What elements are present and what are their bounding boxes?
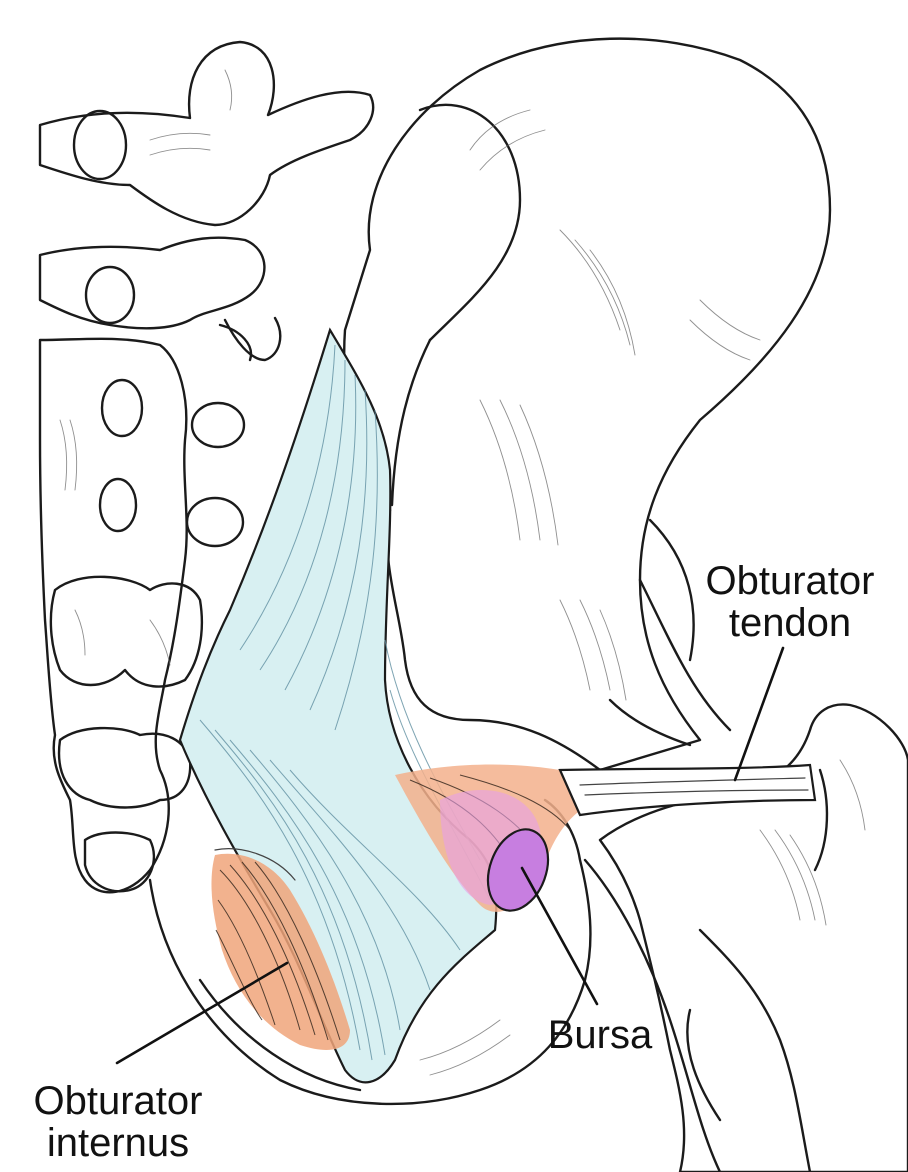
obturator-tendon-label: Obturator tendon — [690, 560, 890, 644]
tendon-pointer-line — [735, 648, 783, 780]
ligament-band — [180, 330, 496, 1082]
obturator-internus-label-line2: internus — [8, 1122, 228, 1164]
obturator-internus-label-line1: Obturator — [8, 1080, 228, 1122]
bursa-label: Bursa — [540, 1014, 660, 1056]
ilium-bone — [344, 39, 830, 770]
obturator-internus-label: Obturator internus — [8, 1080, 228, 1164]
obturator-tendon-label-line1: Obturator — [690, 560, 890, 602]
obturator-tendon-label-line2: tendon — [690, 602, 890, 644]
